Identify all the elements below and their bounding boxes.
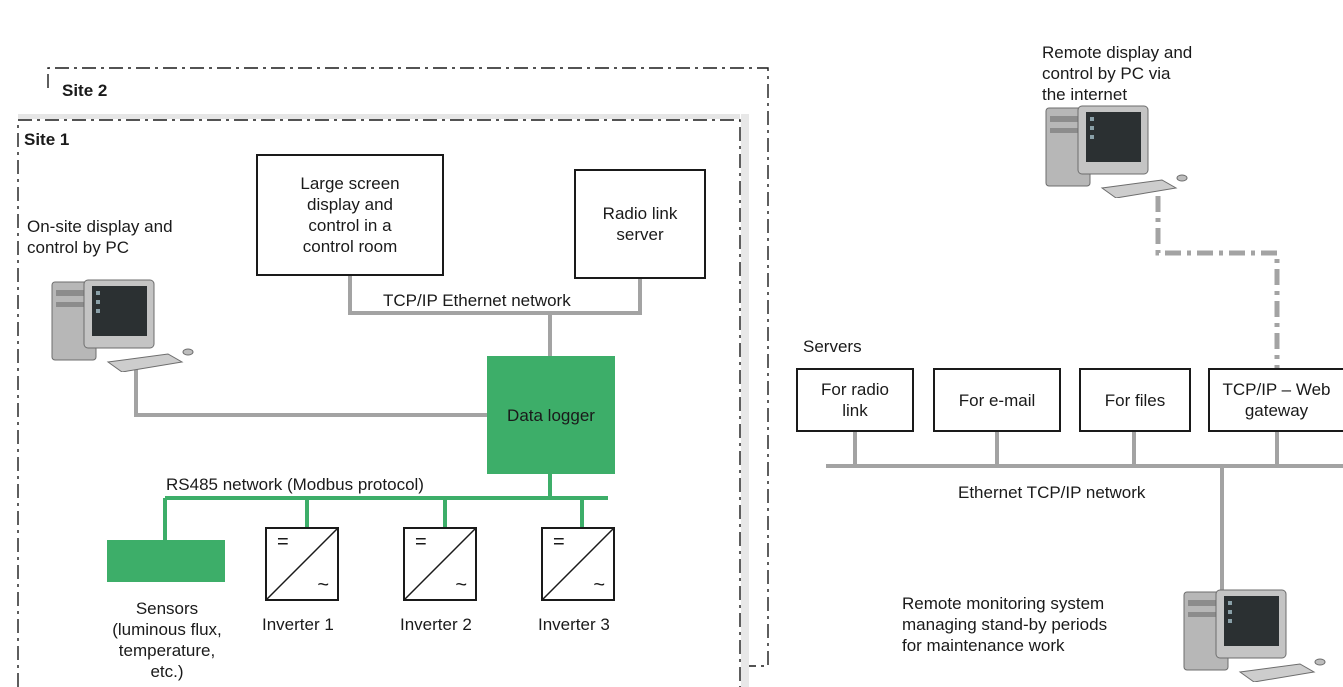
desktop-pc-icon (1183, 589, 1326, 682)
site1-shadow-right (741, 114, 749, 687)
site2-title: Site 2 (62, 81, 108, 100)
server-web-gateway-box: TCP/IP – Web gateway (1208, 368, 1343, 432)
ethernet-network-label: Ethernet TCP/IP network (958, 483, 1146, 502)
rs485-network-label: RS485 network (Modbus protocol) (166, 475, 424, 494)
server-files-box: For files (1079, 368, 1191, 432)
monitoring-caption: Remote monitoring system managing stand-… (902, 594, 1108, 655)
sensors-box (107, 540, 225, 582)
ac-symbol: ~ (317, 574, 329, 596)
inverter-1-label: Inverter 1 (262, 615, 334, 634)
server-email-box: For e-mail (933, 368, 1061, 432)
dc-symbol: = (415, 531, 427, 553)
site2-frame (47, 67, 769, 667)
ac-symbol: ~ (455, 574, 467, 596)
onsite-pc-link (134, 368, 487, 417)
site1-shadow-top (18, 114, 740, 119)
large-screen-box: Large screen display and control in a co… (256, 154, 444, 276)
desktop-pc-icon (1045, 105, 1188, 198)
inverter-3-label: Inverter 3 (538, 615, 610, 634)
servers-title: Servers (803, 337, 862, 356)
inverter-2-symbol: = ~ (403, 527, 477, 601)
inverter-3-symbol: = ~ (541, 527, 615, 601)
onsite-pc-caption: On-site display and control by PC (27, 217, 173, 257)
radio-link-server-box: Radio link server (574, 169, 706, 279)
dc-symbol: = (277, 531, 289, 553)
data-logger-box: Data logger (487, 356, 615, 474)
inverter-1-symbol: = ~ (265, 527, 339, 601)
tcpip-network-label: TCP/IP Ethernet network (383, 291, 571, 310)
site1-frame (17, 119, 741, 687)
inverter-2-label: Inverter 2 (400, 615, 472, 634)
server-radio-link-box: For radio link (796, 368, 914, 432)
dc-symbol: = (553, 531, 565, 553)
ac-symbol: ~ (593, 574, 605, 596)
desktop-pc-icon (51, 279, 194, 372)
rs485-network-line (163, 474, 608, 540)
ethernet-network-line (826, 432, 1343, 612)
remote-pc-caption: Remote display and control by PC via the… (1042, 43, 1193, 104)
sensors-label: Sensors (luminous flux, temperature, etc… (112, 599, 222, 681)
site1-title: Site 1 (24, 130, 70, 149)
internet-link (1155, 196, 1280, 370)
